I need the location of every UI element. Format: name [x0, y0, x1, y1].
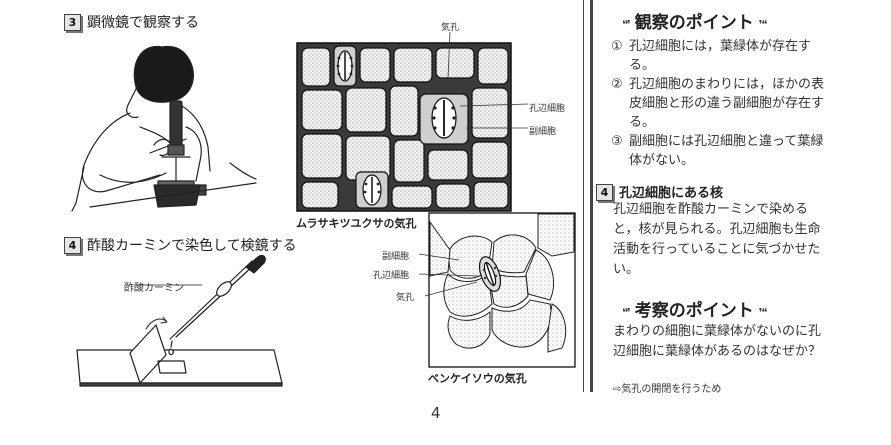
nucleus-body: 孔辺細胞を酢酸カーミンで染めると，核が見られる。孔辺細胞も生命活動を行っているこ… [613, 202, 821, 277]
observation-points-heading: ❛❛❜ 観察のポイント ❜❛❛ [622, 8, 768, 33]
observation-point-item: ② 孔辺細胞のまわりには，ほかの表皮細胞と形の違う副細胞が存在する。 [611, 75, 829, 132]
fig2-caption: ベンケイソウの気孔 [428, 372, 527, 385]
consideration-answer: ⇨気孔の開閉を行うため [613, 384, 722, 395]
point-number: ② [611, 77, 623, 92]
figure2-leader-lines [418, 253, 480, 297]
nucleus-section-number: 4 [596, 184, 613, 201]
observation-points-list: ① 孔辺細胞には，葉緑体が存在する。 ② 孔辺細胞のまわりには，ほかの表皮細胞と形の… [611, 37, 829, 170]
point-text: 副細胞には孔辺細胞と違って葉緑体がない。 [629, 134, 824, 168]
step4-title: 酢酸カーミンで染色して検鏡する [87, 238, 297, 254]
step4-heading: 4 酢酸カーミンで染色して検鏡する [64, 235, 297, 255]
tradescantia-stomata-figure [296, 42, 512, 212]
staining-illustration [76, 255, 283, 387]
column-divider-thin [583, 0, 584, 392]
acetocarmine-label: 酢酸カーミン [124, 283, 184, 294]
fig2-label-guard-cell: 孔辺細胞 [373, 271, 410, 281]
fig2-label-subsidiary-cell: 副細胞 [382, 252, 410, 262]
step4-number: 4 [64, 237, 81, 254]
bryophyllum-stomata-figure [428, 212, 576, 368]
microscope-illustration [71, 45, 257, 212]
point-number: ① [611, 39, 623, 54]
nucleus-title: 孔辺細胞にある核 [619, 186, 724, 201]
fig1-caption: ムラサキツユクサの気孔 [296, 217, 417, 230]
observation-point-item: ③ 副細胞には孔辺細胞と違って葉緑体がない。 [611, 132, 829, 170]
point-text: 孔辺細胞のまわりには，ほかの表皮細胞と形の違う副細胞が存在する。 [629, 77, 825, 130]
column-divider-thick [590, 0, 593, 392]
page-number: 4 [431, 404, 441, 422]
step3-title: 顕微鏡で観察する [87, 15, 199, 31]
consideration-points-title: 考察のポイント [634, 301, 754, 321]
figure1-leader-lines [447, 31, 529, 129]
ornament-left: ❛❛❜ [622, 306, 631, 319]
fig1-label-guard-cell: 孔辺細胞 [529, 104, 566, 114]
fig2-label-stoma: 気孔 [396, 293, 415, 303]
step3-number: 3 [64, 14, 81, 31]
ornament-left: ❛❛❜ [622, 18, 631, 31]
nucleus-heading: 4 孔辺細胞にある核 [596, 182, 723, 201]
fig1-label-stoma: 気孔 [441, 23, 460, 33]
consideration-points-heading: ❛❛❜ 考察のポイント ❜❛❛ [622, 296, 768, 321]
point-number: ③ [611, 134, 623, 149]
ornament-right: ❜❛❛ [758, 18, 768, 31]
observation-points-title: 観察のポイント [634, 13, 754, 33]
ornament-right: ❜❛❛ [758, 306, 768, 319]
point-text: 孔辺細胞には，葉緑体が存在する。 [629, 39, 812, 73]
consideration-body: まわりの細胞に葉緑体がないのに孔辺細胞に葉緑体があるのはなぜか？ [613, 324, 822, 359]
step3-heading: 3 顕微鏡で観察する [64, 12, 199, 32]
observation-point-item: ① 孔辺細胞には，葉緑体が存在する。 [611, 37, 829, 75]
fig1-label-subsidiary-cell: 副細胞 [529, 127, 557, 137]
